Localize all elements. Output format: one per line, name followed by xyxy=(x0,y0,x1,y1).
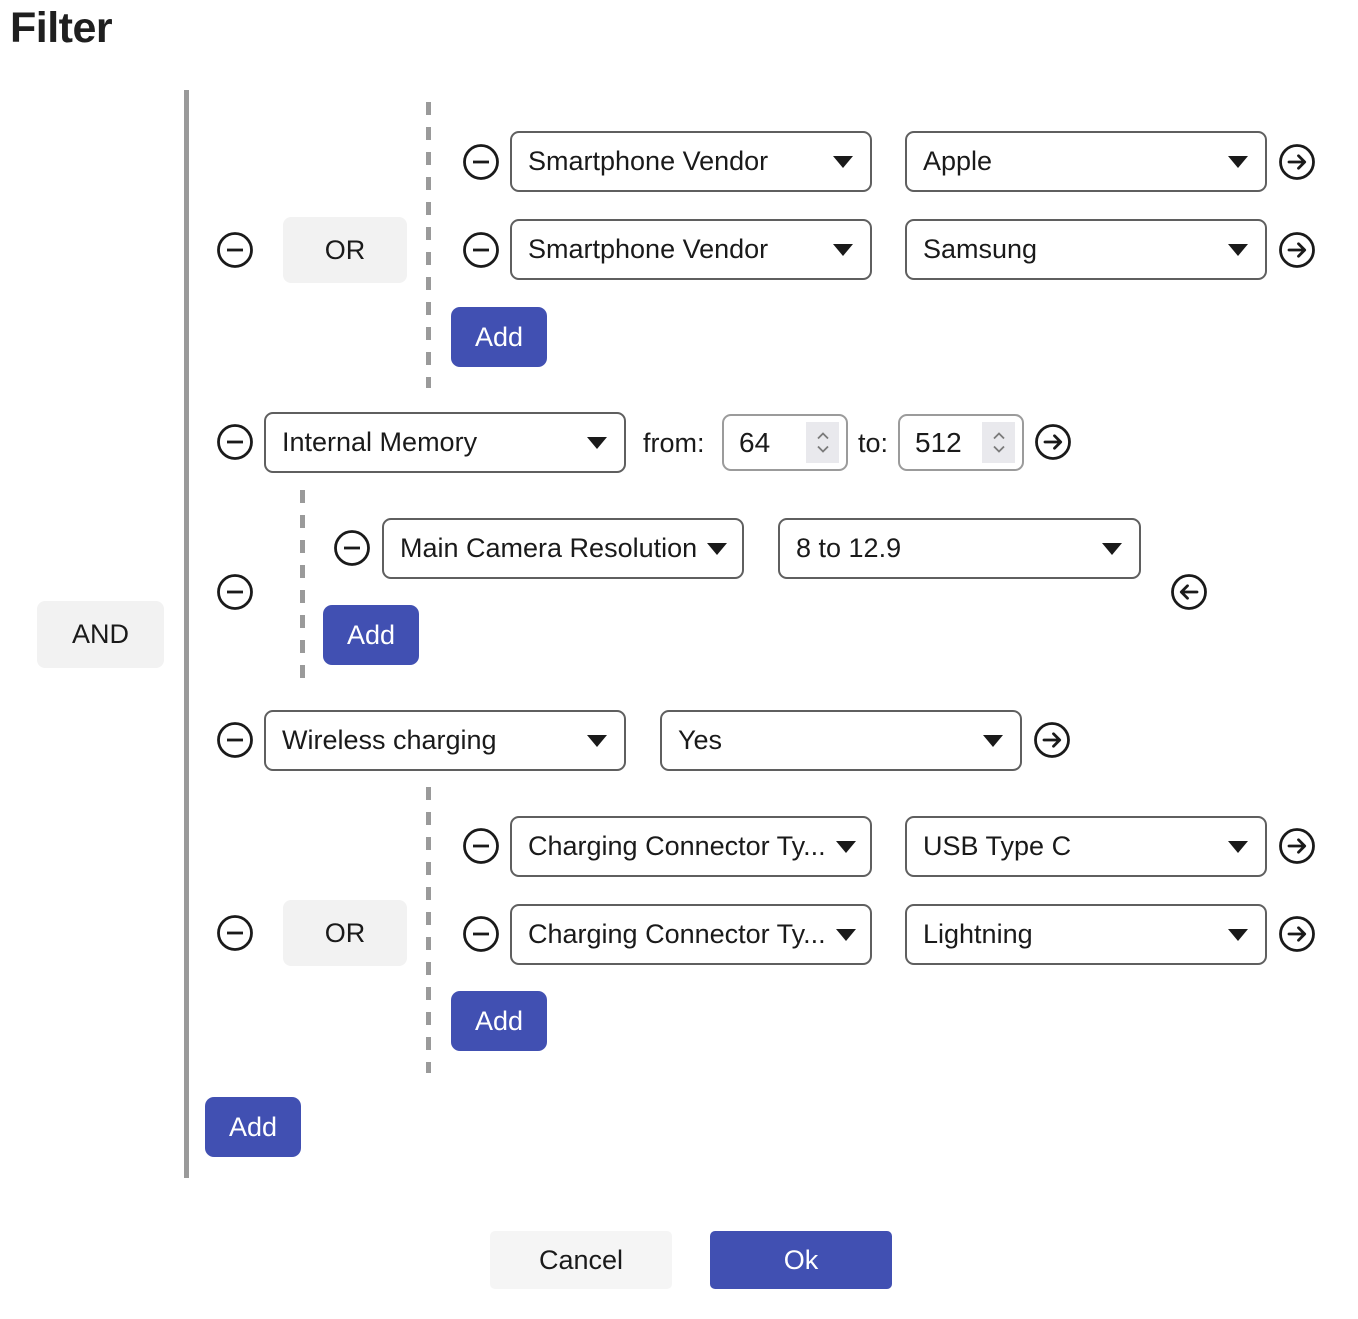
arrow-right-circle-icon xyxy=(1035,424,1071,460)
move-group-left-button[interactable] xyxy=(1169,572,1209,612)
field-select-value: Wireless charging xyxy=(282,725,497,755)
remove-group-2-button[interactable] xyxy=(215,572,255,612)
chevron-down-icon xyxy=(833,155,853,168)
value-select[interactable]: Apple xyxy=(905,131,1267,192)
range-from-input[interactable]: 64 xyxy=(722,414,848,471)
field-select[interactable]: Internal Memory xyxy=(264,412,626,473)
range-from-value: 64 xyxy=(739,426,771,458)
chevron-down-icon xyxy=(1228,243,1248,256)
remove-condition-button[interactable] xyxy=(461,914,501,954)
cancel-button[interactable]: Cancel xyxy=(490,1231,672,1289)
move-condition-right-button[interactable] xyxy=(1277,826,1317,866)
chevron-down-icon xyxy=(1228,840,1248,853)
field-select[interactable]: Charging Connector Ty... xyxy=(510,904,872,965)
value-select-value: Lightning xyxy=(923,919,1033,949)
or-group-1-line xyxy=(426,102,431,388)
value-select[interactable]: 8 to 12.9 xyxy=(778,518,1141,579)
remove-condition-button[interactable] xyxy=(332,528,372,568)
field-select-value: Smartphone Vendor xyxy=(528,234,769,264)
chevron-down-icon xyxy=(707,542,728,555)
or-group-2-line xyxy=(426,787,431,1073)
to-label: to: xyxy=(858,428,889,458)
chevron-down-icon xyxy=(587,734,607,747)
move-condition-right-button[interactable] xyxy=(1277,230,1317,270)
remove-condition-button[interactable] xyxy=(215,720,255,760)
add-condition-nested-group-button[interactable]: Add xyxy=(323,605,419,665)
nested-group-line xyxy=(300,490,305,688)
or-operator-chip-group-2[interactable]: OR xyxy=(283,900,407,966)
arrow-right-circle-icon xyxy=(1279,828,1315,864)
move-condition-right-button[interactable] xyxy=(1032,720,1072,760)
spinner-down-icon xyxy=(816,445,829,453)
or-operator-chip-group-1[interactable]: OR xyxy=(283,217,407,283)
chevron-down-icon xyxy=(833,243,853,256)
add-condition-group-2-button[interactable]: Add xyxy=(451,991,547,1051)
chevron-down-icon xyxy=(1102,542,1122,555)
chevron-down-icon xyxy=(835,840,856,853)
value-select-value: Apple xyxy=(923,146,993,176)
remove-condition-button[interactable] xyxy=(461,142,501,182)
from-label: from: xyxy=(643,428,705,458)
spinner-up-icon xyxy=(816,432,829,440)
field-select-value: Charging Connector Ty... xyxy=(528,831,826,861)
add-condition-group-1-button[interactable]: Add xyxy=(451,307,547,367)
field-select-value: Smartphone Vendor xyxy=(528,146,769,176)
move-condition-right-button[interactable] xyxy=(1277,914,1317,954)
remove-group-1-button[interactable] xyxy=(215,230,255,270)
minus-circle-icon xyxy=(217,574,253,610)
chevron-down-icon xyxy=(983,734,1003,747)
value-select[interactable]: USB Type C xyxy=(905,816,1267,877)
minus-circle-icon xyxy=(217,915,253,951)
page-title: Filter xyxy=(10,4,113,52)
remove-group-3-button[interactable] xyxy=(215,913,255,953)
spinner-up-icon xyxy=(992,432,1005,440)
chevron-down-icon xyxy=(1228,928,1248,941)
minus-circle-icon xyxy=(463,916,499,952)
value-select-value: Yes xyxy=(678,725,723,755)
value-select[interactable]: Yes xyxy=(660,710,1022,771)
minus-circle-icon xyxy=(463,232,499,268)
field-select-value: Main Camera Resolution xyxy=(400,533,698,563)
field-select[interactable]: Smartphone Vendor xyxy=(510,219,872,280)
arrow-right-circle-icon xyxy=(1034,722,1070,758)
arrow-right-circle-icon xyxy=(1279,144,1315,180)
value-select[interactable]: Lightning xyxy=(905,904,1267,965)
field-select-value: Internal Memory xyxy=(282,427,478,457)
spinner-down-icon xyxy=(992,445,1005,453)
move-condition-right-button[interactable] xyxy=(1277,142,1317,182)
add-condition-root-button[interactable]: Add xyxy=(205,1097,301,1157)
minus-circle-icon xyxy=(217,232,253,268)
and-operator-chip[interactable]: AND xyxy=(37,601,164,668)
arrow-left-circle-icon xyxy=(1171,574,1207,610)
move-condition-right-button[interactable] xyxy=(1033,422,1073,462)
remove-condition-button[interactable] xyxy=(461,826,501,866)
arrow-right-circle-icon xyxy=(1279,916,1315,952)
value-select[interactable]: Samsung xyxy=(905,219,1267,280)
remove-condition-button[interactable] xyxy=(215,422,255,462)
minus-circle-icon xyxy=(334,530,370,566)
field-select[interactable]: Charging Connector Ty... xyxy=(510,816,872,877)
remove-condition-button[interactable] xyxy=(461,230,501,270)
chevron-down-icon xyxy=(1228,155,1248,168)
minus-circle-icon xyxy=(463,144,499,180)
minus-circle-icon xyxy=(463,828,499,864)
value-select-value: USB Type C xyxy=(923,831,1072,861)
number-spinner[interactable] xyxy=(806,422,839,463)
value-select-value: 8 to 12.9 xyxy=(796,533,902,563)
arrow-right-circle-icon xyxy=(1279,232,1315,268)
minus-circle-icon xyxy=(217,424,253,460)
range-to-input[interactable]: 512 xyxy=(898,414,1024,471)
field-select[interactable]: Smartphone Vendor xyxy=(510,131,872,192)
field-select[interactable]: Wireless charging xyxy=(264,710,626,771)
field-select-value: Charging Connector Ty... xyxy=(528,919,826,949)
field-select[interactable]: Main Camera Resolution xyxy=(382,518,744,579)
chevron-down-icon xyxy=(835,928,856,941)
range-to-value: 512 xyxy=(915,426,962,458)
chevron-down-icon xyxy=(587,436,607,449)
number-spinner[interactable] xyxy=(982,422,1015,463)
minus-circle-icon xyxy=(217,722,253,758)
and-group-line xyxy=(184,90,189,1178)
ok-button[interactable]: Ok xyxy=(710,1231,892,1289)
value-select-value: Samsung xyxy=(923,234,1038,264)
